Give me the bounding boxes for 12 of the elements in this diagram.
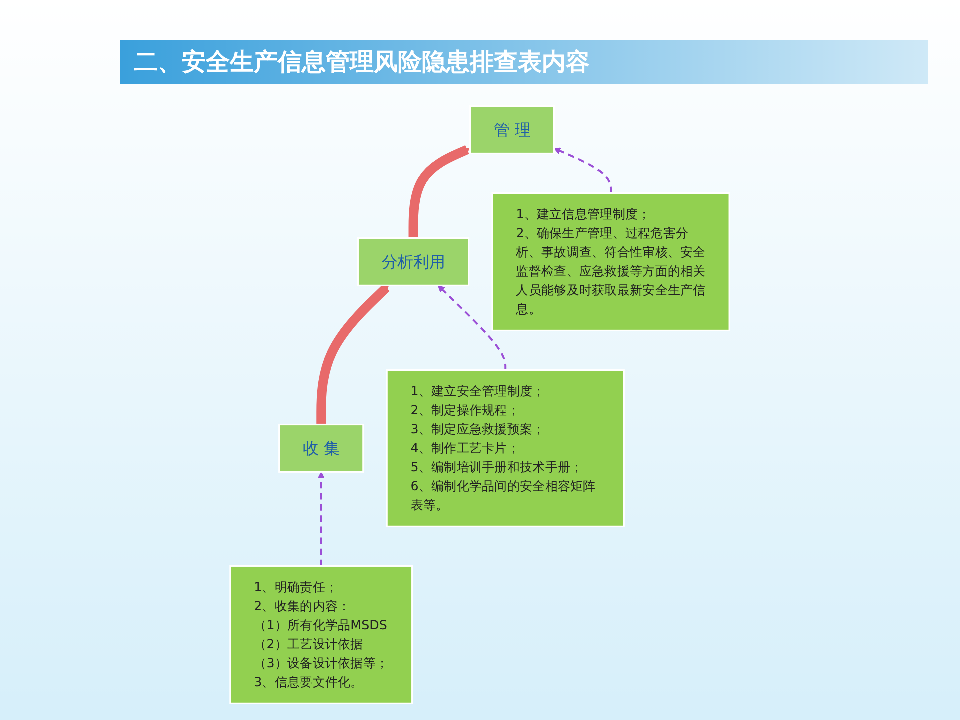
node-box: 1、建立信息管理制度； 2、确保生产管理、过程危害分析、事故调查、符合性审核、安全监督检查、应急救援等方面的相关人员能够及时获取最新安全生产信息。: [492, 192, 730, 332]
arrow: [554, 148, 612, 194]
node-box: 管 理: [469, 106, 556, 155]
slide-title: 二、安全生产信息管理风险隐患排查表内容: [120, 40, 928, 84]
arrow: [318, 472, 325, 566]
node-box: 收 集: [278, 424, 364, 473]
arrow: [438, 285, 507, 370]
node-box: 1、明确责任； 2、收集的内容： （1）所有化学品MSDS （2）工艺设计依据 （3）设备设计依据等； 3、信息要文件化。: [230, 565, 414, 704]
arrow: [316, 284, 390, 425]
arrow: [408, 145, 471, 238]
node-box: 1、建立安全管理制度； 2、制定操作规程； 3、制定应急救援预案； 4、制作工艺卡片； 5、编制培训手册和技术手册； 6、编制化学品间的安全相容矩阵表等。: [386, 369, 625, 528]
node-box: 分析利用: [357, 237, 470, 286]
